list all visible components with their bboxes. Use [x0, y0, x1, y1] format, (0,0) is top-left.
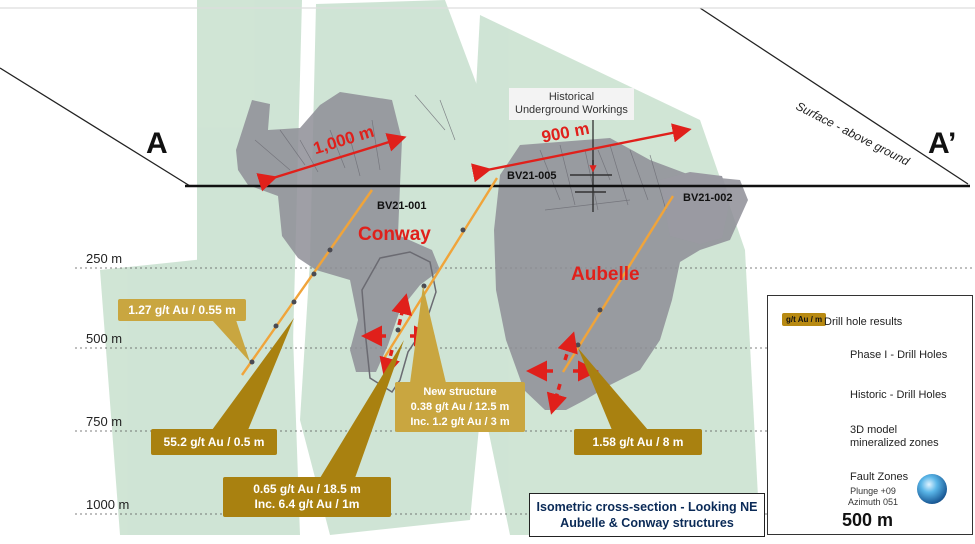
- section-start-label: A: [146, 127, 168, 160]
- zone-label-aubelle: Aubelle: [571, 264, 640, 285]
- structure-arrow: [546, 383, 567, 415]
- distance-arrow-aubelle: [470, 123, 692, 183]
- phase-one-drill-holes: [241, 177, 675, 376]
- drill-hole-label-bv21-002: BV21-002: [683, 192, 733, 204]
- surface-edge-right: [699, 7, 969, 185]
- depth-label-750: 750 m: [86, 414, 123, 429]
- orientation-readout: Plunge +09 Azimuth 051: [848, 486, 898, 508]
- legend-model-line-1: 3D model: [850, 424, 898, 436]
- orientation-azimuth: Azimuth 051: [848, 497, 899, 507]
- intercept-marker: [460, 227, 466, 233]
- legend-fault: Fault Zones: [850, 471, 909, 483]
- caption-line-1: Isometric cross-section - Looking NE: [536, 500, 758, 514]
- callout-4-line-1: New structure: [423, 385, 497, 398]
- historical-label-line-1: Historical: [548, 91, 595, 103]
- drill-hole-label-bv21-005: BV21-005: [507, 170, 557, 182]
- legend-model: 3D model mineralized zones: [850, 424, 939, 450]
- legend-model-line-2: mineralized zones: [850, 437, 939, 449]
- surface-outline: [0, 7, 975, 187]
- intercept-marker: [395, 327, 401, 333]
- orientation-plunge: Plunge +09: [850, 486, 896, 496]
- callout-leaders: [212, 286, 648, 478]
- legend-phase1: Phase I - Drill Holes: [850, 349, 948, 361]
- section-end-label: A’: [928, 127, 957, 160]
- assay-callout-1: 1.27 g/t Au / 0.55 m: [118, 299, 246, 321]
- fault-zone-lower: [100, 250, 300, 535]
- intercept-marker: [249, 359, 255, 365]
- scale-bar-label: 500 m: [842, 510, 894, 530]
- callout-1-line-1: 1.27 g/t Au / 0.55 m: [128, 302, 236, 317]
- intercept-marker: [273, 323, 279, 329]
- depth-label-250: 250 m: [86, 251, 123, 266]
- depth-label-500: 500 m: [86, 331, 123, 346]
- structure-arrow: [391, 293, 412, 326]
- assay-callout-2: 55.2 g/t Au / 0.5 m: [151, 429, 277, 455]
- distance-arrow-conway: [256, 133, 407, 192]
- intercept-marker: [421, 283, 427, 289]
- leader-wedge-c4: [410, 286, 446, 383]
- assay-callout-5: 1.58 g/t Au / 8 m: [574, 429, 702, 455]
- drill-hole-label-bv21-001: BV21-001: [377, 200, 427, 212]
- structure-arrow: [557, 331, 578, 361]
- intercept-marker: [311, 271, 317, 277]
- drill-hole-bv21-001: [241, 189, 373, 376]
- leader-wedge-c2: [212, 318, 294, 430]
- structure-arrow: [379, 349, 400, 379]
- assay-callout-3: 0.65 g/t Au / 18.5 m Inc. 6.4 g/t Au / 1…: [223, 477, 391, 517]
- drill-hole-bv21-002: [561, 195, 675, 373]
- assay-callout-4: New structure 0.38 g/t Au / 12.5 m Inc. …: [395, 382, 525, 432]
- intercept-marker: [597, 307, 603, 313]
- callout-4-line-3: Inc. 1.2 g/t Au / 3 m: [410, 415, 510, 428]
- historic-hole: [439, 99, 456, 141]
- callout-3-line-1: 0.65 g/t Au / 18.5 m: [253, 482, 361, 496]
- legend-drill-results: Drill hole results: [824, 316, 903, 328]
- figure-caption: Isometric cross-section - Looking NE Aub…: [529, 493, 765, 537]
- callout-3-line-2: Inc. 6.4 g/t Au / 1m: [254, 497, 360, 511]
- leader-wedge-c3: [320, 340, 404, 478]
- leader-wedge-c5: [578, 348, 648, 430]
- aubelle-east-lobe: [660, 172, 730, 244]
- surface-edge-left: [0, 67, 191, 187]
- callout-4-line-2: 0.38 g/t Au / 12.5 m: [410, 400, 510, 413]
- intercept-marker: [327, 247, 333, 253]
- zone-label-conway: Conway: [358, 224, 431, 245]
- intercept-marker: [291, 299, 297, 305]
- drill-hole-bv21-005: [381, 177, 499, 361]
- legend-chip: g/t Au / m: [782, 313, 827, 326]
- callout-5-line-1: 1.58 g/t Au / 8 m: [592, 434, 684, 449]
- historical-label-line-2: Underground Workings: [515, 104, 628, 116]
- depth-label-1000: 1000 m: [86, 497, 130, 512]
- intercept-markers: [249, 227, 603, 365]
- caption-line-2: Aubelle & Conway structures: [560, 516, 734, 530]
- legend-historic: Historic - Drill Holes: [850, 389, 947, 401]
- historical-workings-label: Historical Underground Workings: [509, 88, 634, 120]
- intercept-marker: [575, 342, 581, 348]
- callout-2-line-1: 55.2 g/t Au / 0.5 m: [163, 434, 265, 449]
- historic-hole: [544, 199, 631, 211]
- globe-icon: [917, 474, 947, 504]
- historic-hole: [414, 94, 446, 131]
- leader-wedge-c1: [212, 320, 250, 362]
